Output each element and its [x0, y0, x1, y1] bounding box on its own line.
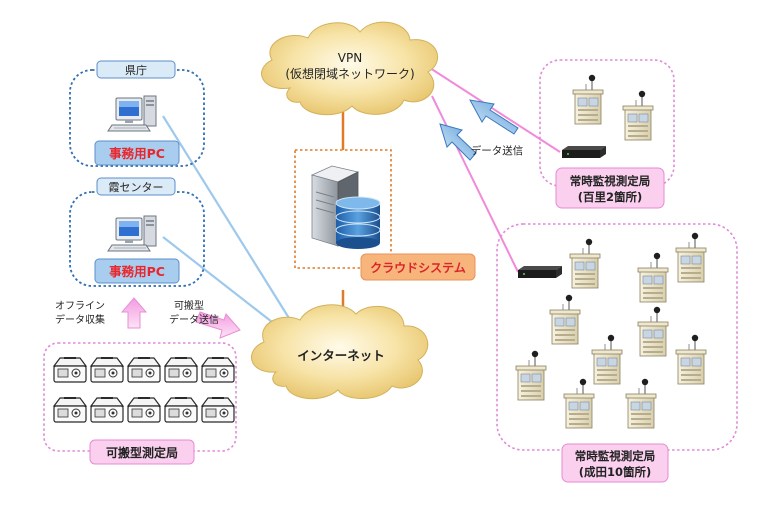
- hyakuri-label-line1: 常時監視測定局: [570, 174, 651, 188]
- kasumi-pc-icon: [107, 215, 157, 252]
- portable-send-line1: 可搬型: [174, 299, 204, 312]
- kasumi-tag: [96, 177, 176, 196]
- link-prefecture-pc-internet: [162, 115, 298, 332]
- narita-station-10: [625, 378, 657, 429]
- offline-label-line1: オフライン: [55, 300, 105, 312]
- internet-label: インターネット: [297, 348, 385, 363]
- portable-label: 可搬型測定局: [106, 445, 178, 460]
- kasumi-pc-label: 事務用PC: [109, 264, 165, 279]
- portable-unit-5: [201, 357, 235, 383]
- narita-station-5: [637, 306, 669, 357]
- hyakuri-station-2: [622, 90, 654, 141]
- portable-label-box: [89, 439, 195, 465]
- prefecture-office: 県庁 事務用PC: [69, 60, 205, 167]
- portable-frame: [43, 342, 237, 452]
- portable-send-arrow: [195, 311, 241, 339]
- portable-unit-1: [53, 357, 87, 383]
- narita-station-9: [563, 378, 595, 429]
- offline-up-arrow: [120, 297, 148, 329]
- narita-station-3: [637, 252, 669, 303]
- cloud-system-frame: [294, 149, 392, 269]
- hyakuri-label-box: [555, 167, 665, 209]
- cloud-system: クラウドシステム: [294, 149, 476, 281]
- narita-stations: 常時監視測定局 (成田10箇所): [496, 223, 738, 483]
- portable-units: [53, 357, 235, 423]
- portable-unit-3: [127, 357, 161, 383]
- portable-group: 可搬型測定局: [43, 342, 237, 465]
- kasumi-center: 霞センター 事務用PC: [69, 177, 205, 287]
- hyakuri-station-1: [572, 74, 604, 125]
- offline-label-line2: データ収集: [55, 313, 105, 326]
- kasumi-tag-label: 霞センター: [109, 181, 164, 194]
- cloud-system-label-box: [360, 253, 476, 281]
- data-send: データ送信: [439, 99, 524, 161]
- vpn-cloud: VPN (仮想閉域ネットワーク): [261, 21, 439, 116]
- portable-unit-2: [90, 357, 124, 383]
- offline-collection: オフライン データ収集: [55, 297, 148, 329]
- vpn-subtitle: (仮想閉域ネットワーク): [285, 66, 414, 81]
- narita-station-4: [549, 294, 581, 345]
- data-send-label: データ送信: [471, 144, 524, 157]
- hyakuri-frame: [539, 59, 675, 187]
- prefecture-tag-label: 県庁: [125, 63, 147, 77]
- narita-station-8: [515, 350, 547, 401]
- kasumi-pc-label-box: [94, 258, 180, 284]
- cloud-system-label: クラウドシステム: [370, 261, 466, 275]
- data-send-arrow-upper: [469, 99, 519, 135]
- link-kasumi-pc-internet: [162, 236, 291, 337]
- narita-label-box: [561, 443, 669, 483]
- narita-station-2: [675, 232, 707, 283]
- portable-unit-4: [164, 357, 198, 383]
- portable-send-line2: データ送信: [169, 313, 219, 326]
- vpn-title: VPN: [338, 51, 362, 65]
- internet-cloud: インターネット: [251, 304, 429, 400]
- hyakuri-router: [562, 146, 606, 158]
- narita-units: [515, 232, 707, 429]
- prefecture-pc-label: 事務用PC: [109, 146, 165, 161]
- portable-unit-7: [90, 397, 124, 423]
- portable-send: 可搬型 データ送信: [169, 299, 241, 339]
- portable-unit-9: [164, 397, 198, 423]
- narita-label-line2: (成田10箇所): [579, 465, 652, 479]
- link-hyakuri-vpn: [429, 67, 561, 153]
- prefecture-pc-label-box: [94, 140, 180, 166]
- hyakuri-stations: 常時監視測定局 (百里2箇所): [539, 59, 675, 209]
- hyakuri-label-line2: (百里2箇所): [578, 190, 643, 204]
- narita-station-6: [591, 334, 623, 385]
- narita-station-1: [569, 238, 601, 289]
- portable-unit-10: [201, 397, 235, 423]
- portable-unit-6: [53, 397, 87, 423]
- prefecture-pc-icon: [107, 95, 157, 132]
- portable-unit-8: [127, 397, 161, 423]
- database-icon: [335, 196, 381, 249]
- narita-station-7: [675, 334, 707, 385]
- narita-label-line1: 常時監視測定局: [575, 449, 656, 463]
- prefecture-tag: [96, 60, 176, 79]
- data-send-arrow-lower: [439, 123, 477, 161]
- narita-router: [518, 266, 562, 278]
